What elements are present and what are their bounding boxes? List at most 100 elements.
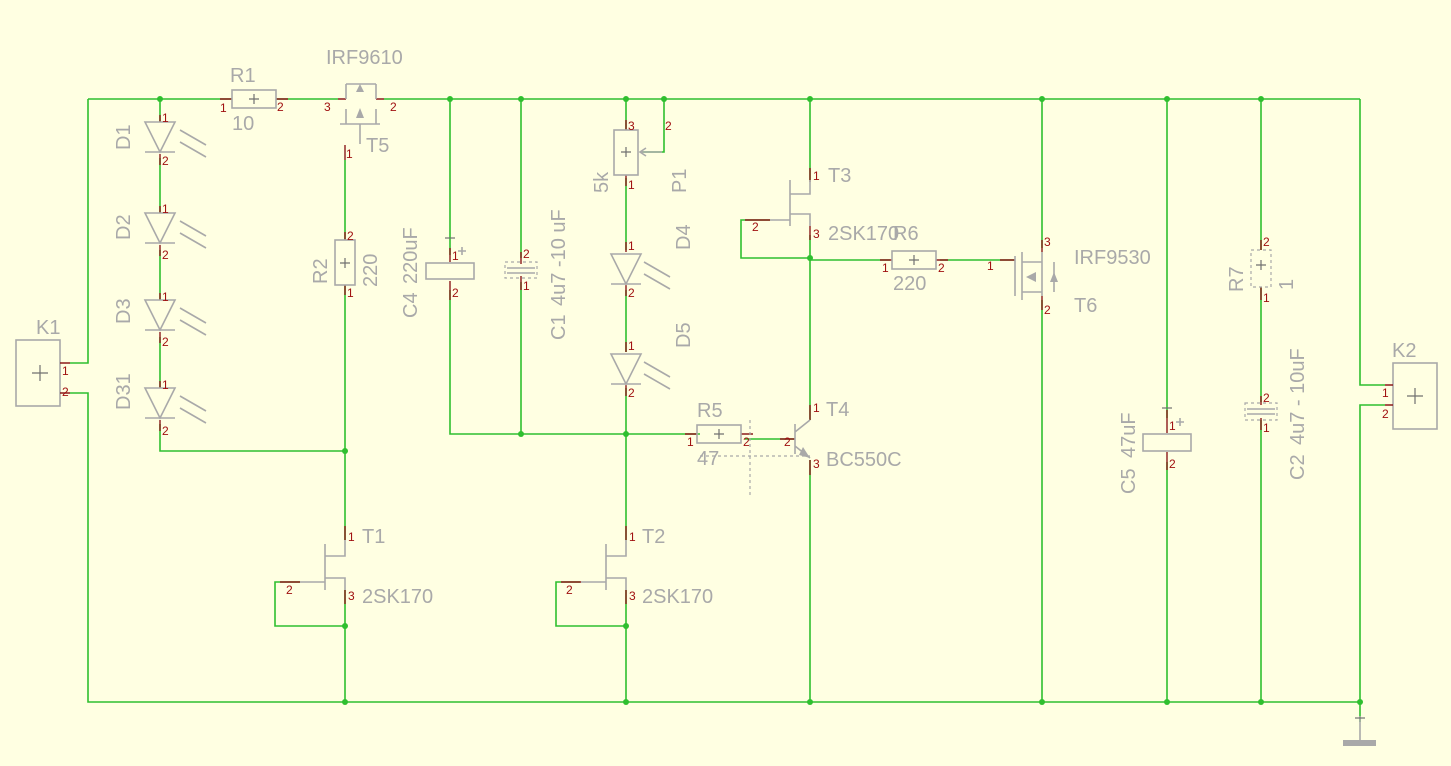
led-d3[interactable]: D3 1 2: [113, 290, 207, 349]
led-d4-body: [609, 253, 643, 286]
ground-bar: [1343, 740, 1376, 746]
capacitor-c4-value: 220uF: [400, 227, 422, 284]
transistor-t5[interactable]: IRF9610 T5 3 2 1: [324, 47, 403, 161]
capacitor-c5[interactable]: C5 47uF 1 2: [1118, 407, 1192, 494]
resistor-r5[interactable]: R5 47 1 2: [685, 400, 810, 496]
transistor-t5-type: IRF9610: [326, 47, 403, 69]
light-arrow-icon: [179, 129, 207, 158]
resistor-r7-value: 1: [1276, 279, 1298, 290]
wire-led-string: [159, 99, 345, 452]
junction-dot: [623, 431, 629, 437]
capacitor-c4[interactable]: C4 220uF 1 2: [400, 227, 475, 318]
led-d31[interactable]: D31 1 2: [113, 373, 207, 438]
transistor-t6-leads: [1000, 240, 1043, 310]
transistor-t4[interactable]: T4 BC550C 1 2 3: [780, 399, 902, 475]
junction-dot: [623, 96, 629, 102]
resistor-r7[interactable]: R7 1 2 1: [1226, 235, 1298, 305]
junction-dot: [1039, 699, 1045, 705]
potentiometer-p1[interactable]: 5k P1 3 2 1: [591, 119, 691, 193]
capacitor-c2-label: C2: [1287, 454, 1309, 480]
ground-symbol[interactable]: [1343, 716, 1376, 746]
pin-number: 2: [162, 335, 169, 349]
resistor-r5-body: [696, 424, 742, 444]
potentiometer-p1-label: P1: [669, 169, 691, 193]
junction-dot: [157, 96, 163, 102]
resistor-r5-label: R5: [697, 400, 723, 422]
light-arrow-icon: [643, 261, 671, 290]
junction-dot: [342, 623, 348, 629]
led-d4[interactable]: D4 1 2: [609, 224, 695, 300]
capacitor-c1-body: [504, 261, 538, 279]
pin-number: 1: [628, 178, 635, 192]
pin-number: 1: [347, 286, 354, 300]
transistor-t6[interactable]: IRF9530 T6 3 1 2: [987, 235, 1151, 317]
pin-number: 2: [752, 220, 759, 234]
led-d2-label: D2: [113, 214, 135, 240]
connector-k1-label: K1: [36, 317, 60, 339]
capacitor-c1-label: C1: [548, 314, 570, 340]
pin-number: 1: [523, 279, 530, 293]
transistor-t5-leads: [338, 98, 384, 160]
led-d3-label: D3: [113, 298, 135, 324]
led-d5[interactable]: D5 1 2: [609, 322, 695, 400]
pin-number: 1: [987, 259, 994, 273]
led-d2[interactable]: D2 1 2: [113, 202, 207, 262]
transistor-t6-type: IRF9530: [1074, 247, 1151, 269]
light-arrow-icon: [643, 361, 671, 390]
resistor-r2[interactable]: R2 220 2 1: [310, 229, 382, 300]
pin-number: 1: [348, 530, 355, 544]
capacitor-c1-plates: [507, 267, 535, 274]
junction-dot: [1258, 699, 1264, 705]
pin-number: 1: [1263, 421, 1270, 435]
transistor-t6-label: T6: [1074, 295, 1097, 317]
pin-number: 2: [162, 424, 169, 438]
wire-right-rail: [1359, 99, 1385, 722]
capacitor-c2[interactable]: C2 4u7 - 10uF 2 1: [1244, 348, 1309, 480]
pin-number: 3: [813, 227, 820, 241]
junction-dot: [1164, 699, 1170, 705]
transistor-t2[interactable]: T2 2SK170 1 2 3: [561, 526, 713, 608]
led-d1[interactable]: D1 1 2: [113, 111, 207, 168]
junction-dot: [623, 623, 629, 629]
capacitor-c4-label: C4: [400, 292, 422, 318]
wire-p1-d4-d5-t2: [555, 99, 665, 702]
led-d5-label: D5: [673, 322, 695, 348]
transistor-t1[interactable]: T1 2SK170 1 2 3: [280, 526, 433, 608]
pin-number: 2: [1382, 407, 1389, 421]
pin-number: 3: [629, 589, 636, 603]
pin-number: 1: [813, 169, 820, 183]
capacitor-c1[interactable]: C1 4u7 -10 uF 2 1: [504, 209, 570, 340]
wire-t5-r2-t1: [274, 160, 346, 702]
resistor-r1[interactable]: R1 10 1 2: [220, 65, 288, 135]
resistor-r6-label: R6: [893, 223, 919, 245]
transistor-t4-leads: [780, 405, 811, 475]
capacitor-c1-value: 4u7 -10 uF: [548, 209, 570, 306]
transistor-t1-leads: [280, 526, 346, 604]
pin-number: 3: [348, 589, 355, 603]
pin-number: 2: [286, 583, 293, 597]
potentiometer-p1-value: 5k: [591, 171, 613, 193]
crosshair-icon: [340, 258, 350, 268]
pin-number: 1: [882, 261, 889, 275]
transistor-t3[interactable]: T3 2SK170 1 2 3: [745, 165, 899, 245]
resistor-r7-label: R7: [1226, 266, 1248, 292]
transistor-t5-body: [340, 83, 380, 144]
pin-number: 1: [162, 202, 169, 216]
resistor-r6-value: 220: [893, 273, 926, 295]
crosshair-icon: [621, 147, 631, 157]
connector-k2[interactable]: K2 1 2: [1382, 340, 1438, 430]
connector-k2-label: K2: [1392, 340, 1416, 362]
pin-number: 2: [452, 286, 459, 300]
capacitor-c5-body: [1142, 433, 1192, 452]
transistor-t5-label: T5: [366, 135, 389, 157]
transistor-t2-label: T2: [642, 526, 665, 548]
pin-number: 2: [743, 435, 750, 449]
junction-dot: [661, 96, 667, 102]
light-arrow-icon: [179, 220, 207, 249]
crosshair-icon: [714, 429, 724, 439]
connector-k1[interactable]: K1 1 2: [15, 317, 70, 407]
pin-number: 1: [1263, 291, 1270, 305]
capacitor-c5-value: 47uF: [1118, 412, 1140, 458]
resistor-r6[interactable]: R6 220 1 2: [880, 223, 948, 295]
